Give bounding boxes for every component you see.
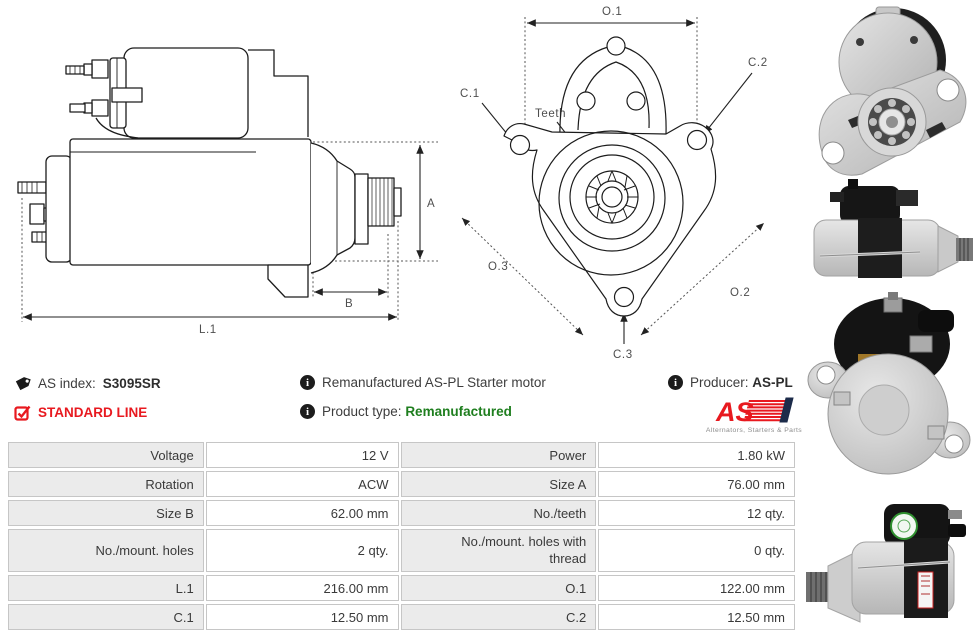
spec-value: 12.50 mm — [598, 604, 795, 630]
spec-label: O.1 — [400, 575, 597, 601]
description-item: i Remanufactured AS-PL Starter motor — [300, 375, 546, 390]
starter-side-outline — [17, 47, 402, 298]
checkbox-checked-icon — [14, 405, 31, 421]
spec-label: Voltage — [8, 442, 204, 468]
table-row: C.1 12.50 mm C.2 12.50 mm — [8, 604, 795, 630]
spec-value: 2 qty. — [205, 529, 399, 572]
info-icon: i — [300, 404, 315, 419]
dim-label-o3: O.3 — [488, 261, 508, 273]
starter-front-outline — [503, 36, 717, 317]
photo-front-flange — [818, 6, 967, 176]
spec-label: No./teeth — [400, 500, 597, 526]
spec-label: Power — [400, 442, 597, 468]
spec-value: 12 qty. — [598, 500, 795, 526]
dim-arrows — [23, 145, 424, 321]
photo-rear-view — [807, 292, 971, 475]
spec-value: 12 V — [205, 442, 399, 468]
table-row: Rotation ACW Size A 76.00 mm — [8, 471, 795, 497]
tag-icon — [15, 377, 31, 391]
dim-label-o2: O.2 — [730, 287, 750, 299]
teeth-label: Teeth — [535, 108, 566, 120]
product-type-item: i Product type: Remanufactured — [300, 404, 512, 419]
photo-side-view-2 — [806, 504, 966, 623]
product-type-label: Product type: — [322, 404, 402, 419]
spec-value: 62.00 mm — [205, 500, 399, 526]
info-bar: AS index: S3095SR STANDARD LINE i Remanu… — [14, 372, 802, 440]
spec-value: 0 qty. — [598, 529, 795, 572]
spec-value: 76.00 mm — [598, 471, 795, 497]
front-dim-guides — [461, 17, 765, 336]
spec-value: 122.00 mm — [598, 575, 795, 601]
dim-label-l1: L.1 — [199, 324, 217, 336]
spec-label: No./mount. holes — [8, 529, 204, 572]
as-index-item: AS index: S3095SR — [14, 375, 161, 392]
dim-label-c2: C.2 — [748, 57, 768, 69]
spec-label: L.1 — [8, 575, 204, 601]
spec-label: Rotation — [8, 471, 204, 497]
photo-side-view — [813, 179, 973, 278]
as-index-label: AS index: — [38, 376, 96, 391]
as-pl-logo-text: AS — [715, 397, 754, 426]
spec-table: Voltage 12 V Power 1.80 kW Rotation ACW … — [8, 442, 795, 633]
table-row: No./mount. holes 2 qty. No./mount. holes… — [8, 529, 795, 572]
spec-label: Size B — [8, 500, 204, 526]
dim-label-o1: O.1 — [602, 6, 622, 18]
front-view-drawing: O.1 C.1 C.2 Teeth O.3 O.2 C.3 — [460, 6, 768, 361]
producer-item: i Producer: AS-PL — [668, 375, 793, 390]
as-index-value: S3095SR — [102, 376, 161, 391]
spec-value: 12.50 mm — [205, 604, 399, 630]
spec-value: 1.80 kW — [598, 442, 795, 468]
dim-label-b: B — [345, 298, 353, 310]
dim-label-c1: C.1 — [460, 88, 480, 100]
dim-label-a: A — [427, 198, 435, 210]
info-icon: i — [668, 375, 683, 390]
table-row: L.1 216.00 mm O.1 122.00 mm — [8, 575, 795, 601]
product-type-value: Remanufactured — [405, 404, 512, 419]
table-row: Voltage 12 V Power 1.80 kW — [8, 442, 795, 468]
spec-label: No./mount. holes with thread — [461, 534, 587, 566]
description-text: Remanufactured AS-PL Starter motor — [322, 375, 546, 390]
spec-label: Size A — [400, 471, 597, 497]
spec-label: C.1 — [8, 604, 204, 630]
producer-label: Producer: — [690, 375, 749, 390]
spec-value: 216.00 mm — [205, 575, 399, 601]
side-view-drawing: A B L.1 — [17, 47, 438, 336]
spec-label: C.2 — [400, 604, 597, 630]
product-photo-column — [800, 0, 976, 636]
spec-value: ACW — [205, 471, 399, 497]
standard-line-label: STANDARD LINE — [38, 405, 148, 420]
as-pl-logo-icon: AS — [715, 397, 794, 427]
as-pl-logo: AS Alternators, Starters & Parts — [700, 396, 808, 434]
info-icon: i — [300, 375, 315, 390]
table-row: Size B 62.00 mm No./teeth 12 qty. — [8, 500, 795, 526]
as-pl-logo-tagline: Alternators, Starters & Parts — [705, 427, 803, 434]
dim-label-c3: C.3 — [613, 349, 633, 361]
standard-line-item: STANDARD LINE — [14, 404, 147, 421]
producer-value: AS-PL — [752, 375, 793, 390]
